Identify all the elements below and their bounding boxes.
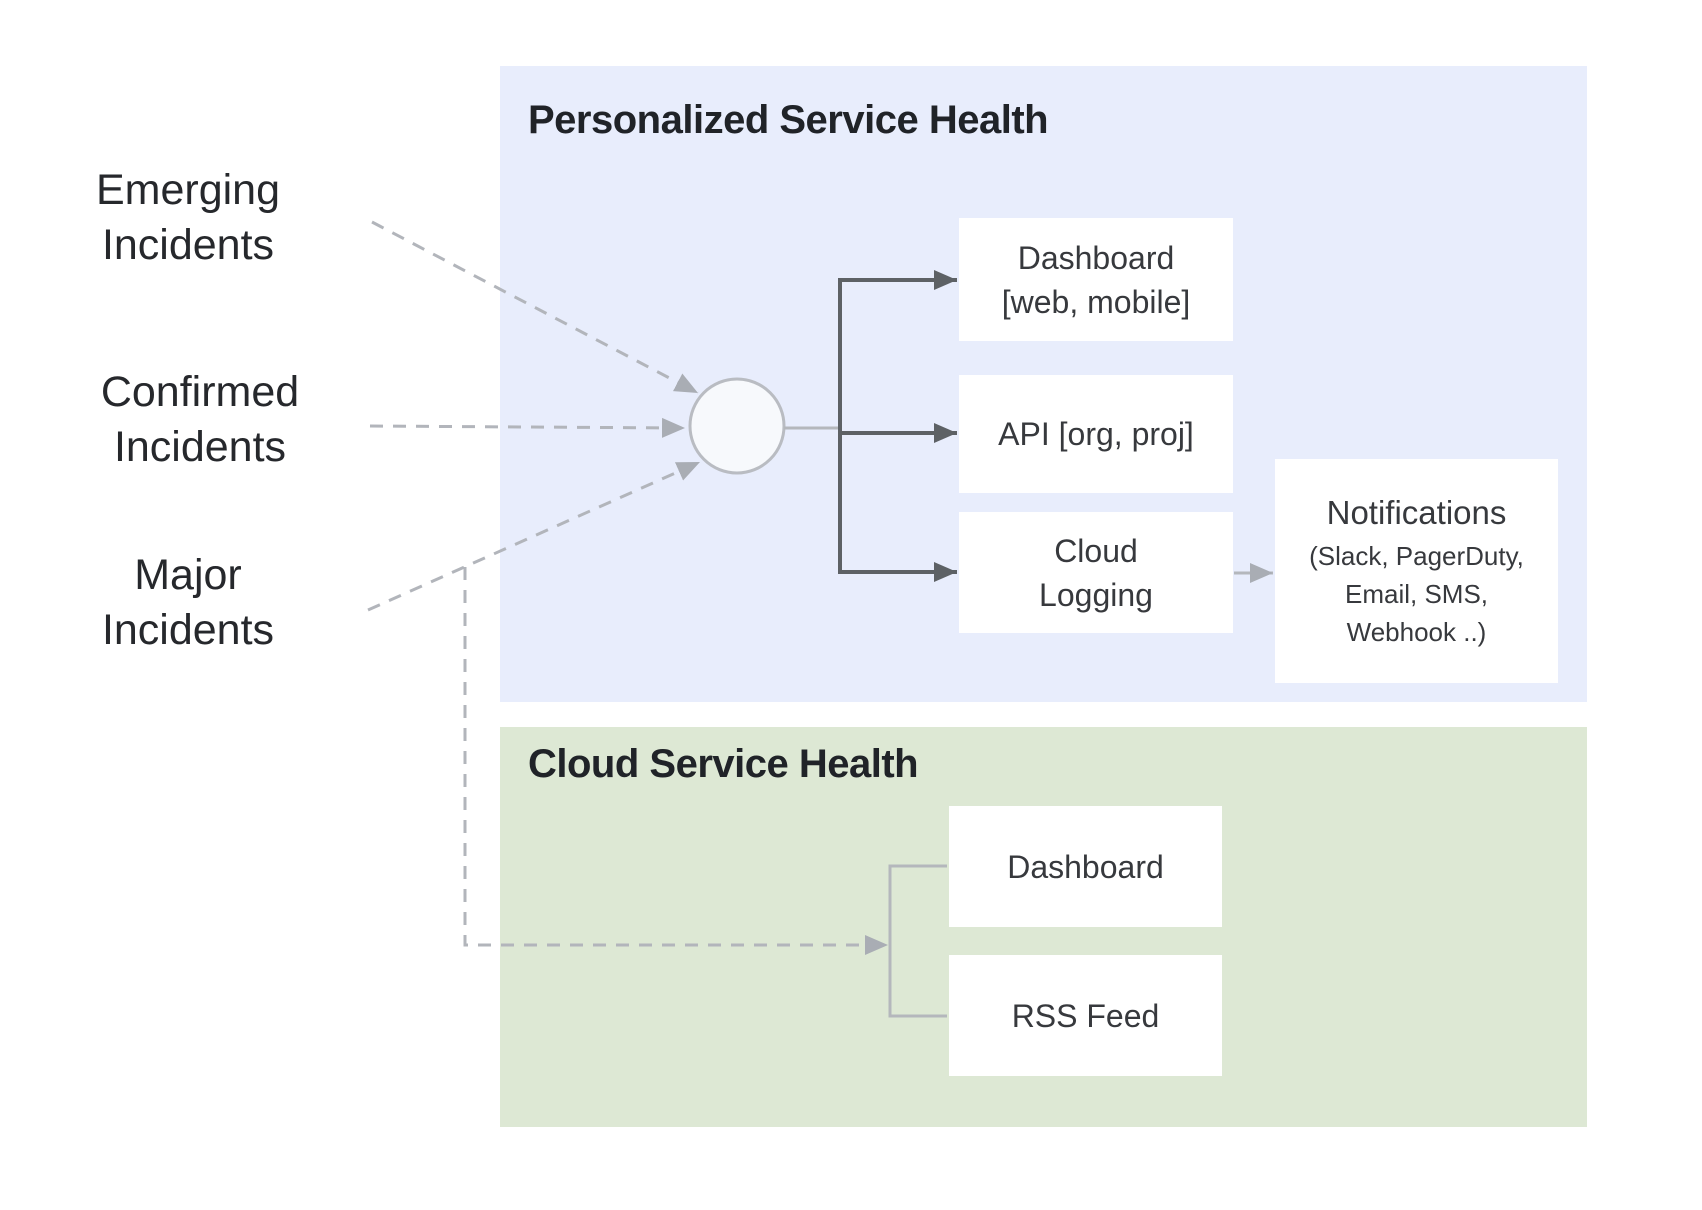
cloud-health-branch-dashed-arrow: [463, 567, 888, 955]
personalized-panel-title: Personalized Service Health: [528, 98, 1049, 142]
source-label-line: Major: [134, 551, 242, 599]
notifications-box: Notifications (Slack, PagerDuty, Email, …: [1275, 459, 1558, 683]
cloud-dashboard-box-label: Dashboard: [1007, 848, 1164, 885]
major-incidents-dashed-arrow: [367, 460, 701, 612]
source-label-line: Confirmed: [100, 368, 300, 416]
cloud-panel-bracket-connector: [888, 864, 947, 1018]
incident-aggregation-node-circle: [688, 377, 786, 475]
api-box-label: API [org, proj]: [998, 416, 1194, 452]
notifications-box-detail-2: Email, SMS,: [1344, 579, 1489, 609]
rss-feed-box: RSS Feed: [949, 955, 1222, 1076]
cloud-dashboard-box: Dashboard: [949, 806, 1222, 927]
cloud-logging-box-line2: Logging: [1039, 576, 1153, 613]
emerging-incidents-dashed-arrow: [371, 220, 699, 395]
source-label-emerging-incidents: Emerging Incidents: [48, 163, 328, 273]
notifications-box-detail-3: Webhook ..): [1346, 617, 1487, 647]
source-label-line: Emerging: [95, 166, 281, 214]
api-box: API [org, proj]: [959, 375, 1233, 493]
cloud-logging-box-line1: Cloud: [1054, 532, 1138, 569]
source-label-confirmed-incidents: Confirmed Incidents: [60, 365, 340, 475]
notifications-box-title: Notifications: [1326, 494, 1507, 531]
cloud-logging-box: Cloud Logging: [959, 512, 1233, 633]
source-label-line: Incidents: [101, 221, 275, 269]
rss-feed-box-label: RSS Feed: [1011, 997, 1160, 1034]
dashboard-box-line1: Dashboard: [1017, 239, 1175, 276]
source-label-major-incidents: Major Incidents: [48, 548, 328, 658]
notifications-box-detail-1: (Slack, PagerDuty,: [1309, 541, 1524, 571]
cloud-panel-title: Cloud Service Health: [528, 742, 919, 786]
source-label-line: Incidents: [101, 606, 275, 654]
source-label-line: Incidents: [113, 423, 287, 471]
dashboard-box-line2: [web, mobile]: [1001, 283, 1191, 320]
confirmed-incidents-dashed-arrow: [369, 417, 686, 438]
dashboard-web-mobile-box: Dashboard [web, mobile]: [959, 218, 1233, 341]
